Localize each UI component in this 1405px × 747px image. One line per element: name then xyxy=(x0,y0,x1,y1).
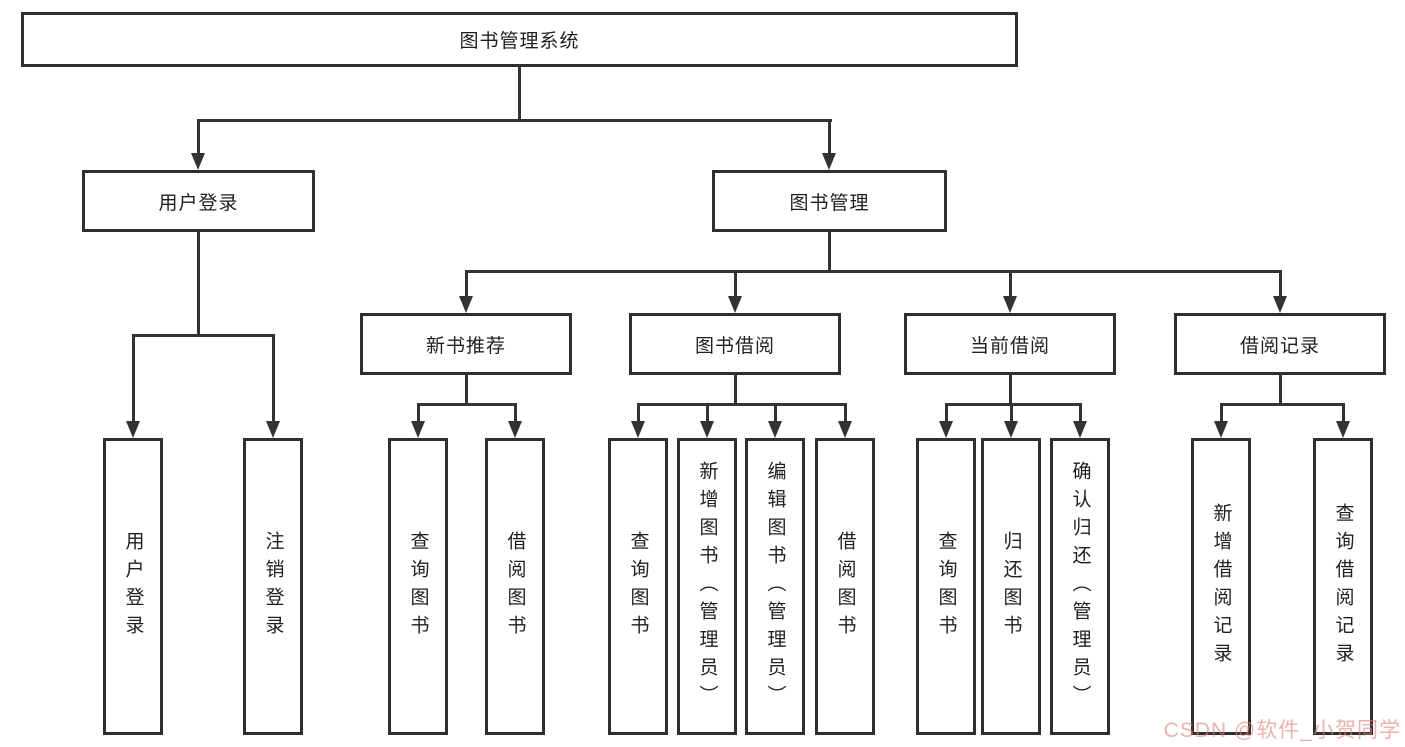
connector-stub-user-login xyxy=(197,119,200,156)
arrowhead-new-books xyxy=(459,296,473,313)
arrowhead-leaf-login xyxy=(126,421,140,438)
leaf-borrow-books-1: 借阅图书 xyxy=(485,438,545,735)
leaf-user-login: 用户登录 xyxy=(103,438,163,735)
leaf-label: 归还图书 xyxy=(1000,530,1022,643)
connector-stub-borrow-records xyxy=(1279,270,1282,298)
node-user-login: 用户登录 xyxy=(82,170,315,232)
connector-stub-leaf-login xyxy=(132,334,135,423)
connector-book-borrow-hbar xyxy=(637,403,847,406)
leaf-add-borrow-record: 新增借阅记录 xyxy=(1191,438,1251,735)
arrowhead-confirm-return xyxy=(1073,421,1087,438)
node-label: 新书推荐 xyxy=(425,335,506,357)
connector-borrow-records-hbar xyxy=(1220,403,1345,406)
leaf-query-books-1: 查询图书 xyxy=(388,438,448,735)
node-label: 图书借阅 xyxy=(694,335,775,357)
connector-stub-query1 xyxy=(417,403,420,423)
connector-stub-borrow1 xyxy=(514,403,517,423)
arrowhead-book-management xyxy=(822,153,836,170)
connector-stub-edit-books xyxy=(774,403,777,423)
arrowhead-add-record xyxy=(1214,421,1228,438)
connector-stub-current-borrow xyxy=(1009,270,1012,298)
leaf-label: 查询图书 xyxy=(935,530,957,643)
arrowhead-borrow2 xyxy=(838,421,852,438)
leaf-label: 确认归还（管理员） xyxy=(1069,460,1091,713)
node-label: 用户登录 xyxy=(158,192,239,214)
connector-user-login-stem xyxy=(197,231,200,335)
connector-stub-book-borrow xyxy=(734,270,737,298)
node-label: 借阅记录 xyxy=(1239,335,1320,357)
node-label: 图书管理 xyxy=(789,192,870,214)
leaf-label: 新增图书（管理员） xyxy=(696,460,718,713)
connector-borrow-records-stem xyxy=(1279,374,1282,406)
leaf-label: 注销登录 xyxy=(262,530,284,643)
node-book-management: 图书管理 xyxy=(712,170,947,232)
leaf-query-books-3: 查询图书 xyxy=(916,438,976,735)
leaf-label: 编辑图书（管理员） xyxy=(764,460,786,713)
leaf-label: 借阅图书 xyxy=(504,530,526,643)
arrowhead-borrow-records xyxy=(1273,296,1287,313)
connector-book-mgmt-hbar xyxy=(465,270,1281,273)
arrowhead-add-books xyxy=(700,421,714,438)
connector-book-mgmt-stem xyxy=(828,231,831,273)
leaf-label: 查询借阅记录 xyxy=(1332,502,1354,671)
node-label: 图书管理系统 xyxy=(459,31,580,52)
connector-stub-add-books xyxy=(706,403,709,423)
leaf-confirm-return-admin: 确认归还（管理员） xyxy=(1050,438,1110,735)
leaf-label: 借阅图书 xyxy=(834,530,856,643)
arrowhead-query3 xyxy=(939,421,953,438)
leaf-return-books: 归还图书 xyxy=(981,438,1041,735)
arrowhead-book-borrow xyxy=(728,296,742,313)
connector-stub-query3 xyxy=(945,403,948,423)
leaf-borrow-books-2: 借阅图书 xyxy=(815,438,875,735)
connector-stub-borrow2 xyxy=(844,403,847,423)
connector-stub-query2 xyxy=(637,403,640,423)
leaf-logout: 注销登录 xyxy=(243,438,303,735)
connector-current-borrow-stem xyxy=(1009,374,1012,406)
leaf-label: 查询图书 xyxy=(407,530,429,643)
connector-user-login-hbar xyxy=(132,334,275,337)
leaf-query-borrow-record: 查询借阅记录 xyxy=(1313,438,1373,735)
connector-stub-leaf-logout xyxy=(272,334,275,423)
leaf-label: 用户登录 xyxy=(122,530,144,643)
arrowhead-borrow1 xyxy=(508,421,522,438)
connector-book-borrow-stem xyxy=(734,374,737,406)
arrowhead-return-books xyxy=(1004,421,1018,438)
connector-root-hbar xyxy=(197,119,832,122)
arrowhead-query1 xyxy=(411,421,425,438)
connector-root-stem xyxy=(518,66,521,121)
arrowhead-user-login xyxy=(191,153,205,170)
connector-stub-add-record xyxy=(1220,403,1223,423)
leaf-label: 查询图书 xyxy=(627,530,649,643)
node-borrow-records: 借阅记录 xyxy=(1174,313,1386,375)
leaf-edit-books-admin: 编辑图书（管理员） xyxy=(745,438,805,735)
connector-new-books-stem xyxy=(465,374,468,406)
csdn-watermark: CSDN @软件_小贺同学 xyxy=(1163,719,1401,742)
connector-stub-book-management xyxy=(828,119,831,156)
arrowhead-leaf-logout xyxy=(266,421,280,438)
leaf-query-books-2: 查询图书 xyxy=(608,438,668,735)
leaf-add-books-admin: 新增图书（管理员） xyxy=(677,438,737,735)
arrowhead-query2 xyxy=(631,421,645,438)
node-new-book-recommend: 新书推荐 xyxy=(360,313,572,375)
node-current-borrowing: 当前借阅 xyxy=(904,313,1116,375)
connector-stub-confirm-return xyxy=(1079,403,1082,423)
connector-new-books-hbar xyxy=(417,403,517,406)
connector-stub-new-books xyxy=(465,270,468,298)
connector-current-borrow-hbar xyxy=(945,403,1081,406)
connector-stub-return-books xyxy=(1010,403,1013,423)
node-root-book-management-system: 图书管理系统 xyxy=(21,12,1018,67)
leaf-label: 新增借阅记录 xyxy=(1210,502,1232,671)
arrowhead-query-record xyxy=(1336,421,1350,438)
connector-stub-query-record xyxy=(1342,403,1345,423)
arrowhead-edit-books xyxy=(768,421,782,438)
node-book-borrowing: 图书借阅 xyxy=(629,313,841,375)
arrowhead-current-borrow xyxy=(1003,296,1017,313)
node-label: 当前借阅 xyxy=(969,335,1050,357)
